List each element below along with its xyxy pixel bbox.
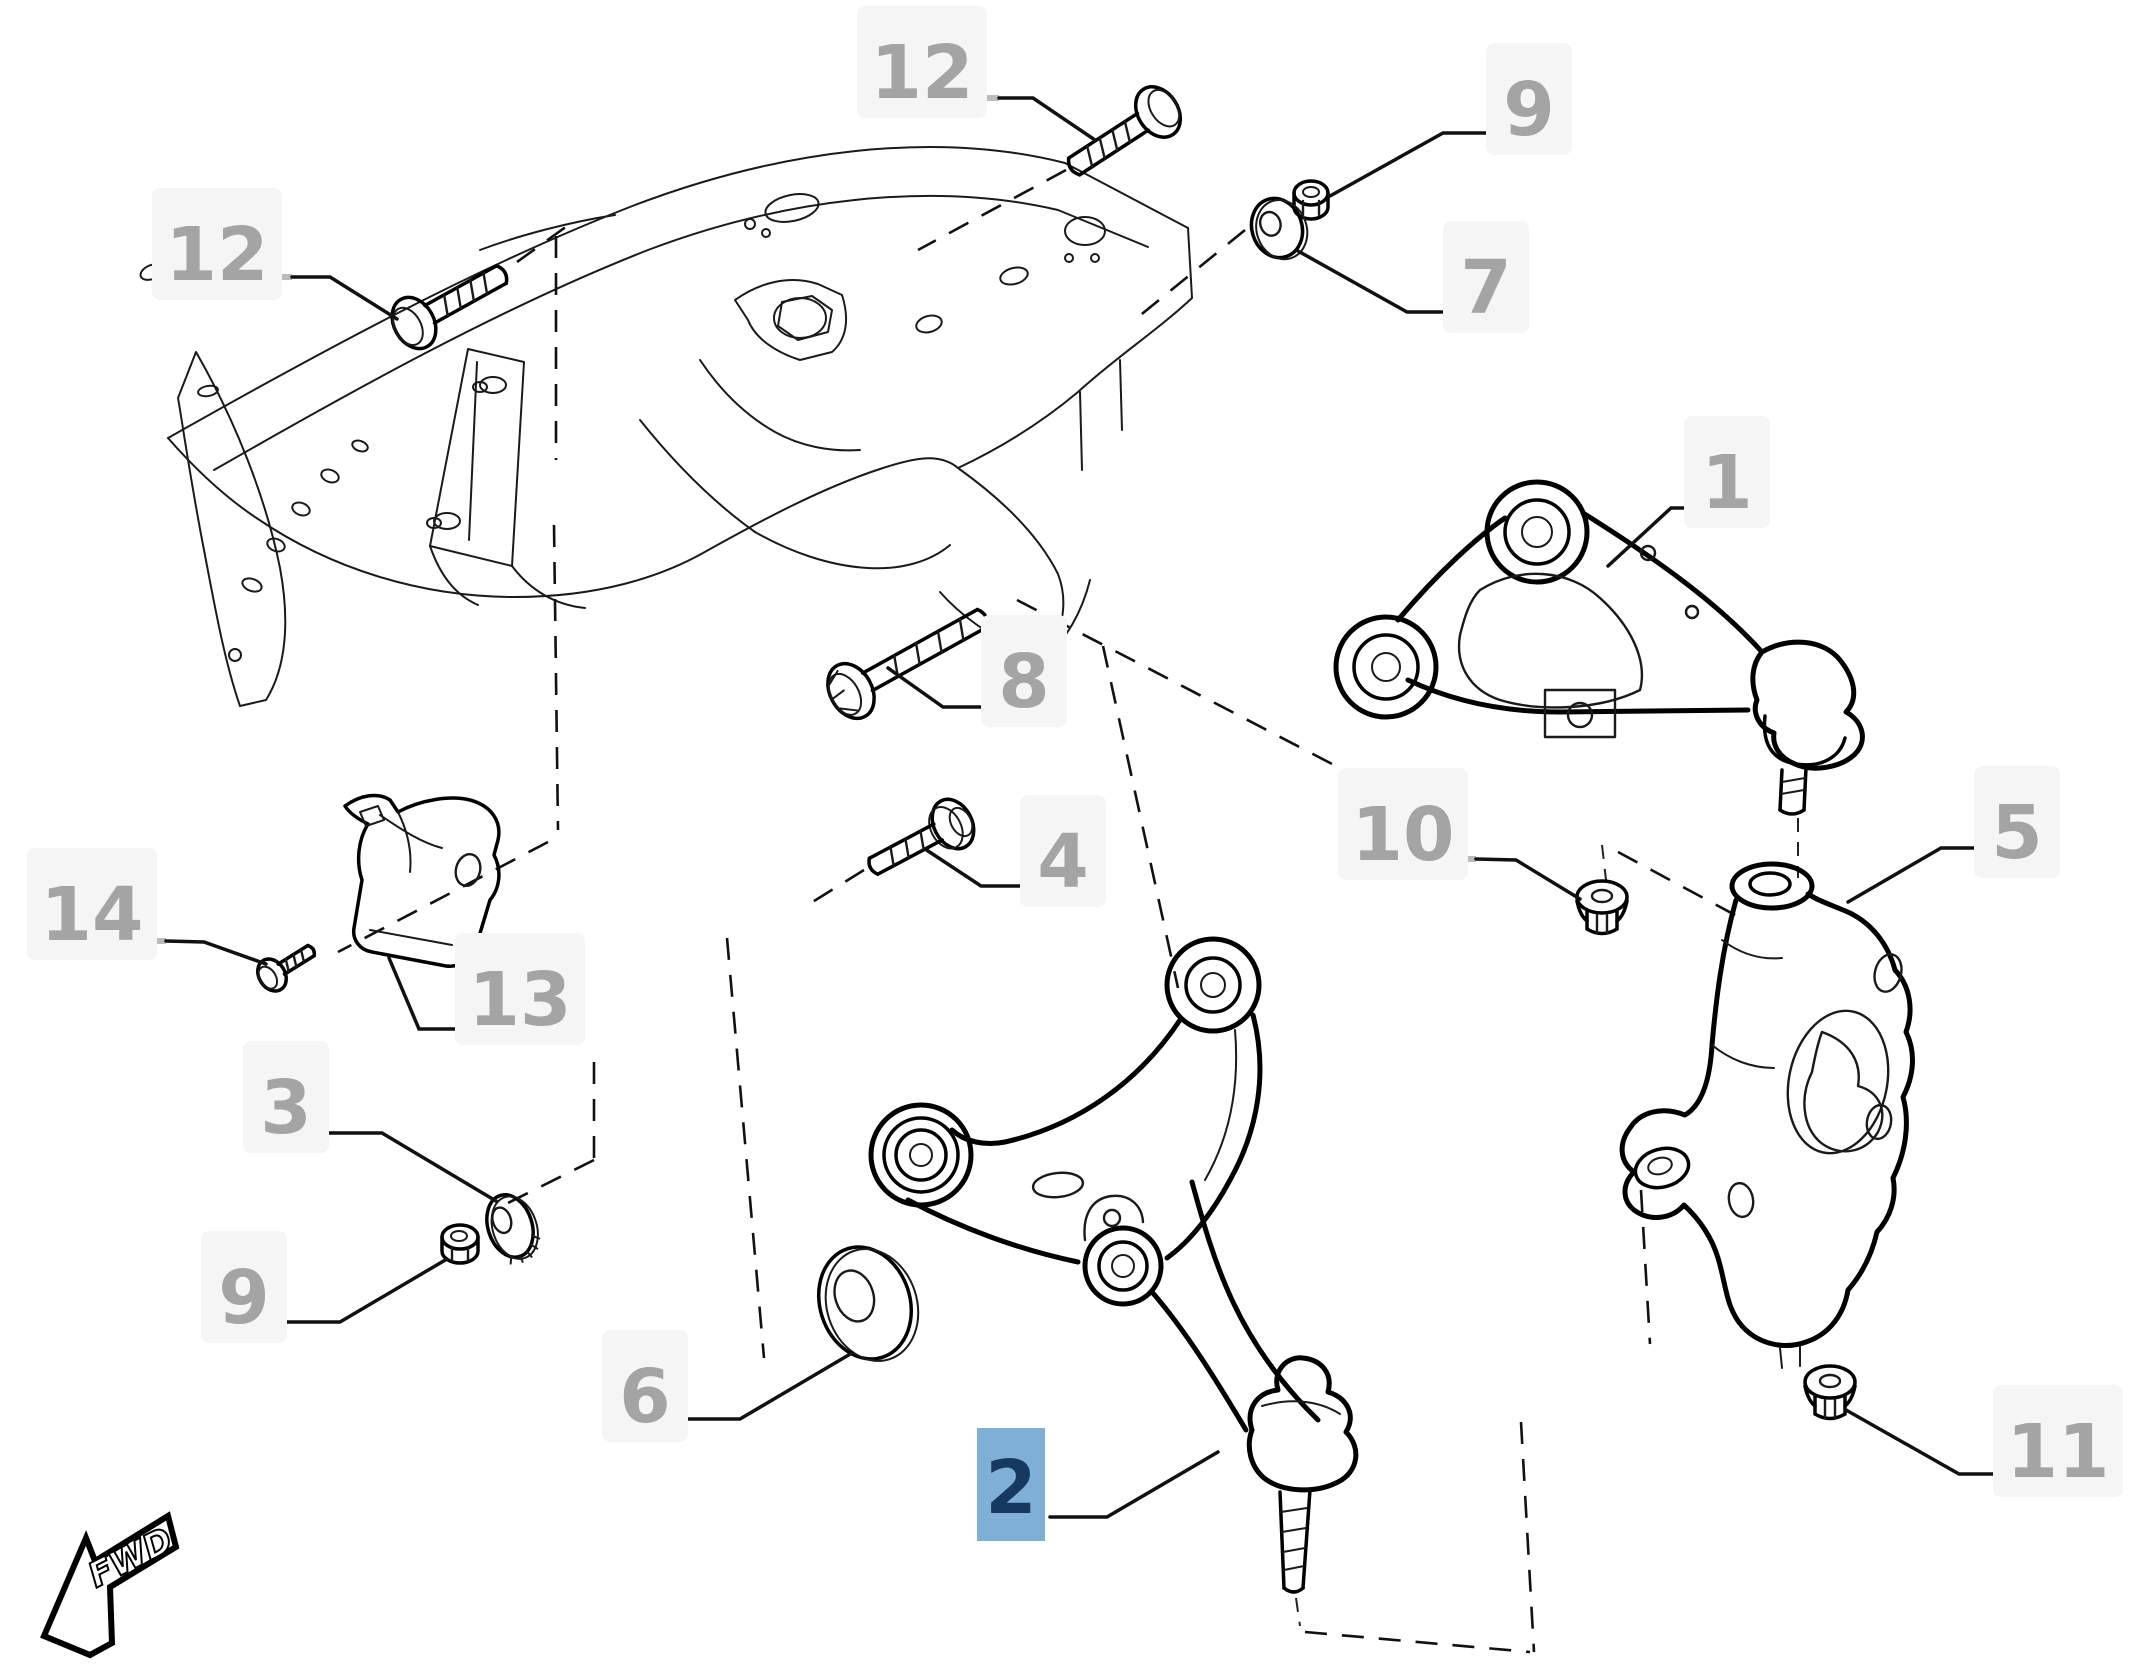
callout-11[interactable]: 11 xyxy=(1993,1385,2123,1497)
callout-box xyxy=(1486,43,1572,155)
part-washer-3 xyxy=(485,1193,541,1265)
part-steering-knuckle xyxy=(1619,861,1915,1369)
callout-3[interactable]: 3 xyxy=(243,1041,329,1153)
callout-10[interactable]: 10 xyxy=(1338,768,1468,880)
callout-label: 8 xyxy=(998,639,1050,725)
part-bolt-4 xyxy=(867,797,976,876)
callout-12-top-center[interactable]: 12 xyxy=(857,6,987,118)
fwd-label: FWD xyxy=(82,1520,179,1596)
callout-5[interactable]: 5 xyxy=(1974,766,2060,878)
callout-box xyxy=(602,1330,688,1442)
callout-1[interactable]: 1 xyxy=(1684,416,1770,528)
callout-box xyxy=(857,6,987,118)
callout-label: 3 xyxy=(260,1065,312,1151)
callout-box xyxy=(1338,768,1468,880)
callout-13[interactable]: 13 xyxy=(455,933,585,1045)
callout-label: 9 xyxy=(1503,67,1555,153)
part-washer-6 xyxy=(816,1245,920,1362)
callout-label: 11 xyxy=(2007,1409,2110,1495)
callout-label: 5 xyxy=(1991,790,2043,876)
callout-box xyxy=(201,1231,287,1343)
callout-label: 9 xyxy=(218,1255,270,1341)
callout-labels: 12 12 9 7 1 8 4 10 xyxy=(27,6,2123,1541)
callout-label: 12 xyxy=(871,30,974,116)
fwd-arrow-shape xyxy=(40,1511,180,1659)
callout-box xyxy=(1993,1385,2123,1497)
callout-6[interactable]: 6 xyxy=(602,1330,688,1442)
callout-box xyxy=(152,188,282,300)
part-subframe xyxy=(139,146,1193,707)
callout-7[interactable]: 7 xyxy=(1443,221,1529,333)
callout-label: 13 xyxy=(469,957,572,1043)
part-bracket-13 xyxy=(343,793,501,968)
callout-4[interactable]: 4 xyxy=(1020,795,1106,907)
callout-label: 14 xyxy=(41,872,144,958)
callout-12-top-left[interactable]: 12 xyxy=(152,188,282,300)
callout-box xyxy=(27,848,157,960)
callout-14[interactable]: 14 xyxy=(27,848,157,960)
part-nut-11 xyxy=(1803,1364,1857,1421)
assembly-dashed-lines xyxy=(337,168,1799,1654)
part-lower-control-arm xyxy=(868,936,1359,1594)
callout-label: 4 xyxy=(1037,819,1089,905)
part-bolt-14 xyxy=(256,943,317,993)
callout-box xyxy=(1684,416,1770,528)
callout-2-highlighted[interactable]: 2 xyxy=(977,1428,1045,1541)
callout-label: 2 xyxy=(985,1445,1037,1531)
part-bolt-12-top xyxy=(1066,85,1183,177)
part-bolt-12-left xyxy=(390,264,509,351)
fwd-direction-arrow: FWD xyxy=(40,1511,180,1659)
callout-label: 7 xyxy=(1460,245,1512,331)
callout-box xyxy=(455,933,585,1045)
callout-highlight-box xyxy=(977,1428,1045,1541)
part-washer-7 xyxy=(1249,196,1309,261)
callout-box xyxy=(1020,795,1106,907)
callout-box xyxy=(981,615,1067,727)
part-upper-control-arm xyxy=(1333,479,1865,816)
callout-label: 1 xyxy=(1701,440,1753,526)
part-nut-9-left xyxy=(440,1223,480,1265)
part-nut-10 xyxy=(1575,879,1629,936)
callout-box xyxy=(1443,221,1529,333)
callout-box xyxy=(1974,766,2060,878)
callout-label: 6 xyxy=(619,1354,671,1440)
callout-9-left[interactable]: 9 xyxy=(201,1231,287,1343)
callout-box xyxy=(243,1041,329,1153)
callout-label: 12 xyxy=(166,212,269,298)
callout-9-top-right[interactable]: 9 xyxy=(1486,43,1572,155)
callout-8[interactable]: 8 xyxy=(981,615,1067,727)
callout-label: 10 xyxy=(1352,792,1455,878)
